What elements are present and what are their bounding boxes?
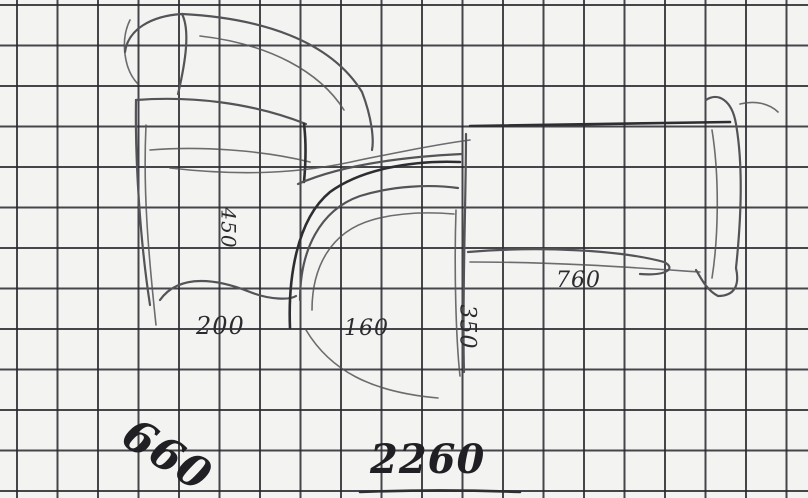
right-section xyxy=(454,120,732,377)
dimension-label-seat-right: 760 xyxy=(556,268,601,293)
corner-seat xyxy=(288,160,462,399)
base-line xyxy=(358,489,522,494)
dimension-label-height-right: 350 xyxy=(454,304,480,350)
dimension-label-height-left: 450 xyxy=(216,207,241,249)
left-seat xyxy=(158,139,471,302)
left-armrest xyxy=(123,12,311,326)
dimension-label-width-total: 2260 xyxy=(370,436,486,483)
dimension-label-seat-left: 200 xyxy=(196,312,245,340)
left-backrest xyxy=(180,12,374,184)
right-armrest xyxy=(694,95,779,298)
dimension-label-seat-middle: 160 xyxy=(344,316,389,341)
